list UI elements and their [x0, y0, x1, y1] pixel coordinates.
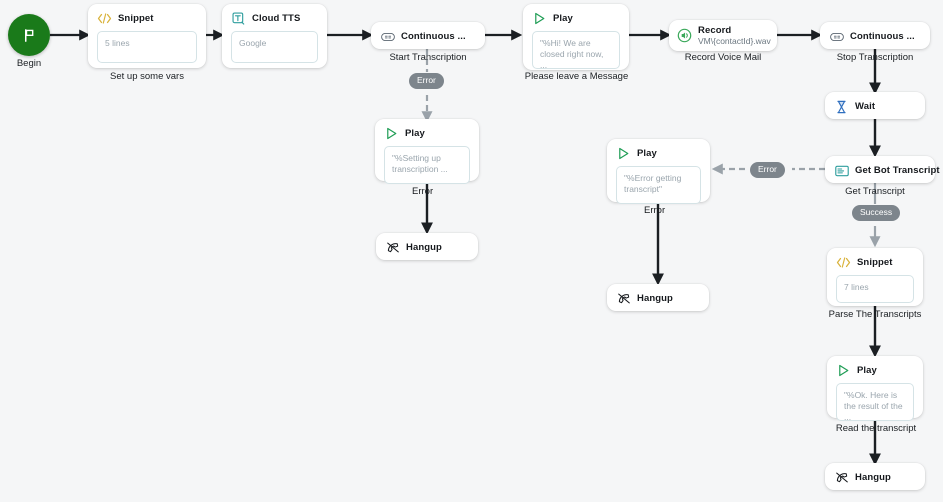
caption-get-transcript: Get Transcript: [845, 186, 905, 197]
node-title: Snippet: [857, 257, 893, 268]
node-header: Play: [607, 139, 710, 166]
node-body-play-prompt[interactable]: "%Hi! We are closed right now, ...: [532, 31, 620, 69]
caption-leave-message: Please leave a Message: [524, 71, 629, 82]
node-title: Play: [857, 365, 877, 376]
node-wait[interactable]: Wait: [825, 92, 925, 119]
hangup-icon: [616, 291, 631, 306]
node-title: Hangup: [855, 472, 891, 483]
flag-icon: [22, 28, 37, 43]
node-stop-transcription[interactable]: Continuous ...: [820, 22, 930, 49]
pill-error-get-transcript[interactable]: Error: [750, 162, 785, 178]
hangup-icon: [385, 240, 400, 255]
node-hangup-right[interactable]: Hangup: [825, 463, 925, 490]
node-header: Continuous ...: [820, 22, 930, 51]
node-header: Record VM\{contactId}.wav: [669, 20, 777, 51]
node-title: Play: [553, 13, 573, 24]
node-title: Record: [698, 25, 732, 36]
hourglass-icon: [834, 99, 849, 114]
node-header: Hangup: [607, 284, 709, 313]
play-icon: [836, 363, 851, 378]
node-subtitle-filename: VM\{contactId}.wav: [698, 36, 771, 46]
cloud-tts-icon: [231, 11, 246, 26]
play-icon: [616, 146, 631, 161]
node-title: Cloud TTS: [252, 13, 301, 24]
node-body-tts-engine[interactable]: Google: [231, 31, 318, 63]
node-header: Play: [523, 4, 629, 31]
edge-label-error-center: Error: [644, 205, 666, 216]
node-start-transcription[interactable]: Continuous ...: [371, 22, 485, 49]
caption-parse-transcripts: Parse The Transcripts: [828, 309, 922, 320]
node-begin[interactable]: [8, 14, 50, 56]
caption-read-transcript: Read the transcript: [835, 423, 917, 434]
node-get-bot-transcript[interactable]: Get Bot Transcript: [825, 156, 940, 185]
caption-start-transcription: Start Transcription: [389, 52, 467, 63]
node-body-snippet-lines[interactable]: 5 lines: [97, 31, 197, 63]
caption-record-voicemail: Record Voice Mail: [684, 52, 762, 63]
node-body-snippet-lines[interactable]: 7 lines: [836, 275, 914, 303]
play-icon: [532, 11, 547, 26]
node-title: Get Bot Transcript: [855, 165, 940, 176]
node-title: Continuous ...: [401, 31, 466, 42]
node-body-play-prompt[interactable]: "%Setting up transcription ...: [384, 146, 470, 184]
node-header: Wait: [825, 92, 925, 121]
node-play-greeting[interactable]: Play "%Hi! We are closed right now, ...: [523, 4, 629, 70]
caption-begin: Begin: [16, 58, 42, 69]
node-hangup-left[interactable]: Hangup: [376, 233, 478, 260]
caption-icon: [380, 29, 395, 44]
node-title: Hangup: [637, 293, 673, 304]
node-body-play-prompt[interactable]: "%Error getting transcript": [616, 166, 701, 204]
node-header: Play: [827, 356, 923, 383]
code-snippet-icon: [97, 11, 112, 26]
node-header: Snippet: [827, 248, 923, 275]
edge-label-error-left: Error: [412, 186, 434, 197]
caption-stop-transcription: Stop Transcription: [836, 52, 914, 63]
node-header: Cloud TTS: [222, 4, 327, 31]
node-title: Wait: [855, 101, 876, 112]
node-title: Hangup: [406, 242, 442, 253]
node-cloud-tts[interactable]: Cloud TTS Google: [222, 4, 327, 68]
node-record-voicemail[interactable]: Record VM\{contactId}.wav: [669, 20, 777, 51]
node-snippet-setup[interactable]: Snippet 5 lines: [88, 4, 206, 68]
node-title: Play: [405, 128, 425, 139]
caption-icon: [829, 29, 844, 44]
code-snippet-icon: [836, 255, 851, 270]
caption-setup-vars: Set up some vars: [110, 71, 184, 82]
node-body-play-prompt[interactable]: "%Ok. Here is the result of the ...: [836, 383, 914, 421]
node-header: Hangup: [825, 463, 925, 492]
node-title: Continuous ...: [850, 31, 915, 42]
node-header: Hangup: [376, 233, 478, 262]
play-icon: [384, 126, 399, 141]
node-play-error-transcript[interactable]: Play "%Error getting transcript": [607, 139, 710, 204]
node-play-result[interactable]: Play "%Ok. Here is the result of the ...: [827, 356, 923, 421]
hangup-icon: [834, 470, 849, 485]
node-header: Play: [375, 119, 479, 146]
record-icon: [677, 28, 692, 43]
node-header: Get Bot Transcript: [825, 156, 940, 185]
pill-error-start-transcription[interactable]: Error: [409, 73, 444, 89]
node-play-setting-up[interactable]: Play "%Setting up transcription ...: [375, 119, 479, 184]
node-header: Continuous ...: [371, 22, 485, 51]
node-hangup-center[interactable]: Hangup: [607, 284, 709, 311]
pill-success-transcript[interactable]: Success: [852, 205, 901, 221]
node-title: Snippet: [118, 13, 154, 24]
node-header: Snippet: [88, 4, 206, 31]
transcript-icon: [834, 163, 849, 178]
node-title: Play: [637, 148, 657, 159]
node-snippet-parse[interactable]: Snippet 7 lines: [827, 248, 923, 306]
